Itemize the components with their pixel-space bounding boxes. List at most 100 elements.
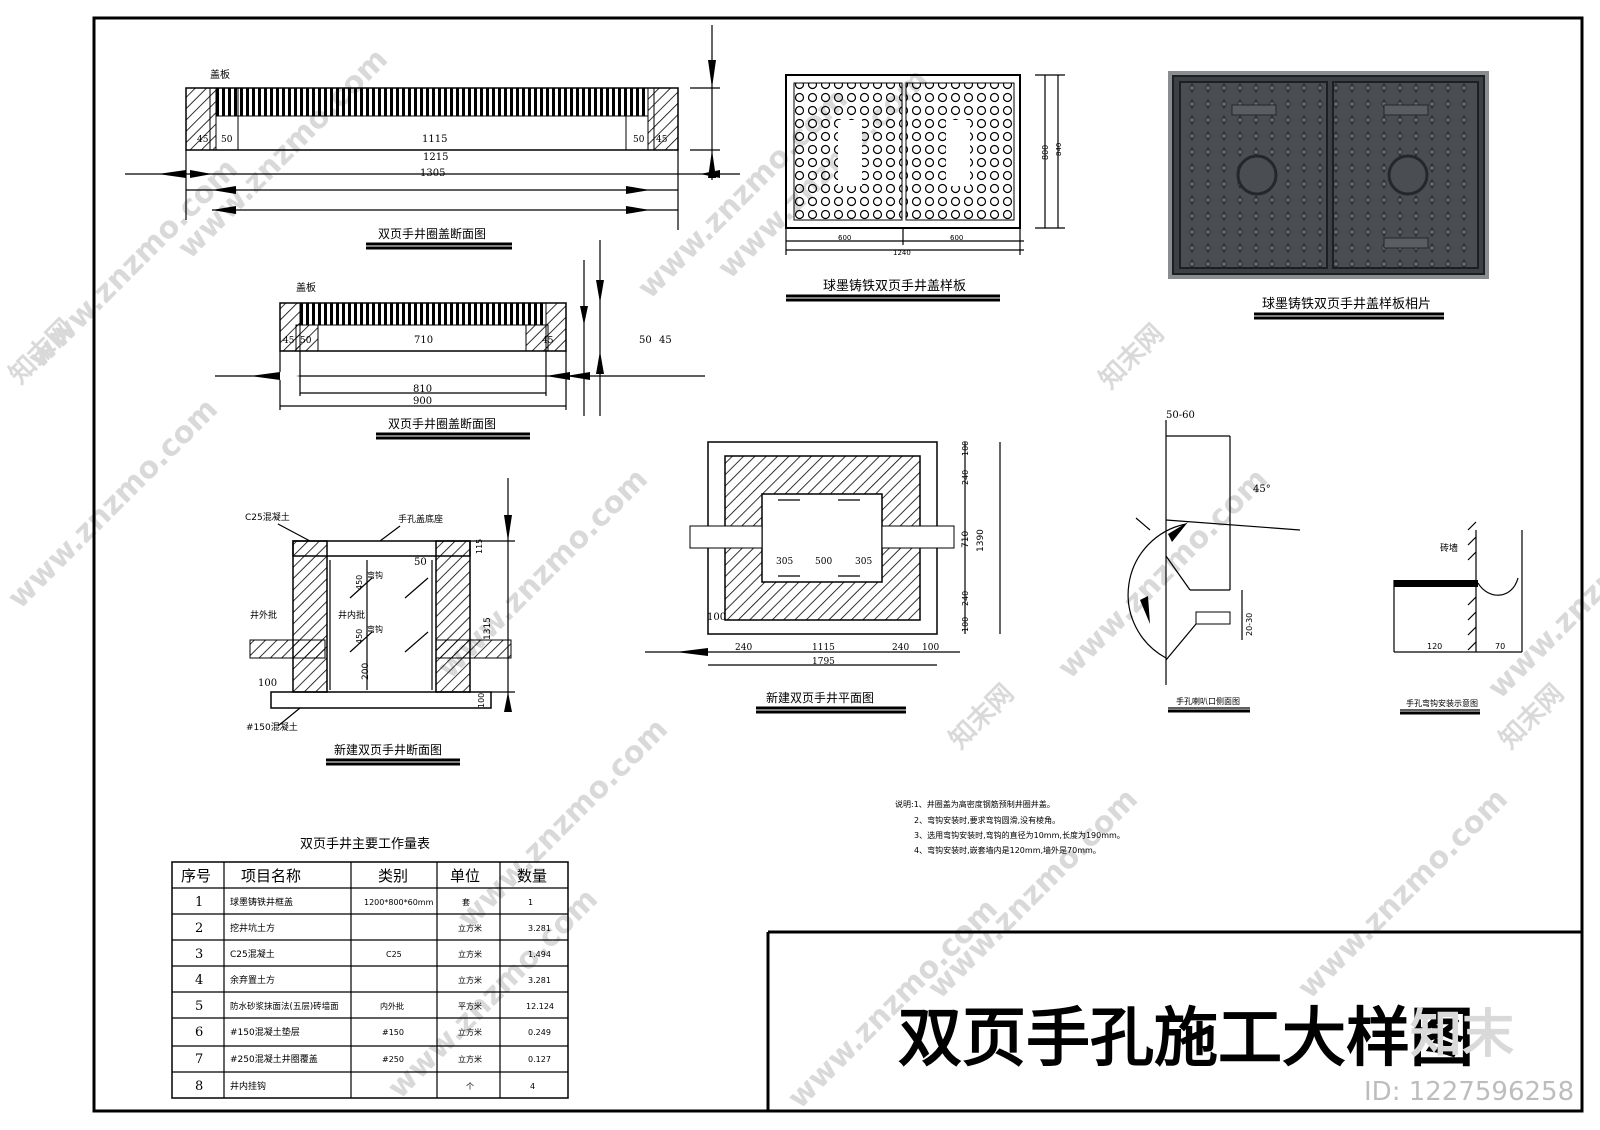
brand-logo: 知末 [1410,1005,1514,1065]
dim: 600 [838,234,851,242]
svg-text:0.127: 0.127 [528,1055,551,1064]
svg-text:挖井坑土方: 挖井坑土方 [230,922,275,934]
table-header: 序号 [181,867,211,885]
dim: 70 [1495,642,1505,651]
view-title: 球墨铸铁双页手井盖样板 [823,278,966,294]
svg-text:4: 4 [195,973,203,988]
svg-text:套: 套 [462,897,470,907]
view-title: 新建双页手井平面图 [766,690,874,705]
svg-text:1200*800*60mm: 1200*800*60mm [364,898,434,907]
svg-text:立方米: 立方米 [458,1054,482,1064]
dim: 305 [776,557,793,567]
svg-text:个: 个 [466,1082,474,1091]
table-header: 单位 [450,867,480,885]
dim: 710 [961,531,971,548]
dim: 100 [477,693,486,708]
svg-text:#250: #250 [382,1055,404,1064]
dim: 450 [355,629,364,644]
dim: 50 [300,336,312,346]
wall-label: 砖墙 [1440,542,1458,554]
svg-text:立方米: 立方米 [458,949,482,959]
table-header: 数量 [517,867,547,885]
dim: 50 [414,557,427,568]
dim: 1795 [812,657,835,667]
view-title: 手孔弯钩安装示意图 [1406,698,1478,708]
view-title: 双页手井圈盖断面图 [388,416,496,431]
dim: 600 [950,234,963,242]
label: 井外批 [250,609,277,621]
svg-text:8: 8 [195,1079,203,1094]
dim: 240 [961,470,970,485]
dim: 100 [922,643,939,653]
notes: 说明:1、井圈盖为高密度钢筋预制井圈井盖。 2、弯钩安装时,要求弯钩圆滑,没有棱… [895,799,1125,855]
label: 井内批 [338,609,365,621]
svg-text:防水砂浆抹面法(五层)砖墙面: 防水砂浆抹面法(五层)砖墙面 [230,1001,339,1012]
dim: 1115 [422,134,447,145]
note-line: 3、选用弯钩安装时,弯钩的直径为10mm,长度为190mm。 [914,830,1125,840]
dim: 45° [1253,484,1271,495]
dim: 120 [1427,642,1442,651]
svg-text:#150混凝土垫层: #150混凝土垫层 [230,1026,300,1038]
svg-text:立方米: 立方米 [458,1027,482,1037]
table-row: 6 #150混凝土垫层 #150 立方米 0.249 [195,1025,551,1040]
dim: 1315 [483,617,493,640]
dim: 1240 [893,249,911,257]
view-title: 球墨铸铁双页手井盖样板相片 [1262,296,1431,312]
dim: 450 [355,575,364,590]
title-block: 双页手孔施工大样图 [766,930,1582,1111]
cover-label: 盖板 [296,281,316,294]
table-row: 2 挖井坑土方 立方米 3.281 [195,921,551,936]
label: C25混凝土 [245,511,290,523]
table-header: 类别 [378,867,408,885]
svg-text:3: 3 [195,947,203,962]
dim: 710 [414,335,433,346]
well-plan: 305 500 305 240 1115 240 100 1795 100 10… [645,441,1001,714]
table-row: 8 井内挂钩 个 4 [195,1079,535,1094]
table-row: 5 防水砂浆抹面法(五层)砖墙面 内外批 平方米 12.124 [195,999,554,1014]
svg-text:立方米: 立方米 [458,975,482,985]
dim: 305 [855,557,872,567]
dim: 100 [258,678,277,689]
svg-text:1: 1 [528,898,533,907]
dim: 240 [961,591,970,606]
svg-text:12.124: 12.124 [526,1002,554,1011]
dim: 50 [639,335,652,346]
label: #150混凝土 [246,721,298,733]
watermark-text: www.znzmo.com [171,42,395,266]
dim: 810 [413,384,432,395]
watermark-text: www.znzmo.com [1291,782,1515,1006]
quantity-table: 双页手井主要工作量表 序号 项目名称 类别 单位 数量 1 球墨铸铁井框盖 12… [171,837,569,1099]
view-title: 手孔喇叭口侧面图 [1176,696,1240,706]
svg-text:3.281: 3.281 [528,976,551,985]
hook-install: 砖墙 120 70 手孔弯钩安装示意图 [1393,521,1523,715]
label: 手孔盖底座 [398,513,443,525]
cover-photo: 球墨铸铁双页手井盖样板相片 [1168,71,1489,320]
watermark-text: 知末网 [944,679,1020,755]
svg-text:4: 4 [530,1082,535,1091]
svg-text:1.494: 1.494 [528,950,551,959]
dim: 45 [542,336,554,346]
dim: 1390 [976,529,986,552]
dim: 100 [961,617,970,632]
svg-text:内外批: 内外批 [380,1001,404,1011]
dim: 45 [197,135,209,145]
table-row: 7 #250混凝土井圈覆盖 #250 立方米 0.127 [195,1052,551,1067]
view-title: 新建双页手井断面图 [334,742,442,757]
dim: 50 [633,135,645,145]
label: 弯钩 [367,624,383,634]
svg-text:5: 5 [195,999,203,1014]
drawing-title: 双页手孔施工大样图 [898,1002,1474,1076]
dim: 900 [413,396,432,407]
dim: 240 [892,643,909,653]
mouth-section: 50-60 45° 20-30 手孔喇叭口侧面图 [1127,410,1301,713]
table-row: 1 球墨铸铁井框盖 1200*800*60mm 套 1 [195,895,533,910]
cover-label: 盖板 [210,68,230,81]
watermark-text: www.znzmo.com [1051,462,1275,686]
dim: 20-30 [1245,613,1254,636]
svg-text:6: 6 [195,1025,203,1040]
well-section: C25混凝土 手孔盖底座 井外批 井内批 弯钩 弯钩 #150混凝土 50 11… [245,478,515,766]
dim: 50-60 [1166,410,1195,421]
table-row: 4 余弃置土方 立方米 3.281 [195,973,551,988]
svg-text:C25混凝土: C25混凝土 [230,948,275,960]
